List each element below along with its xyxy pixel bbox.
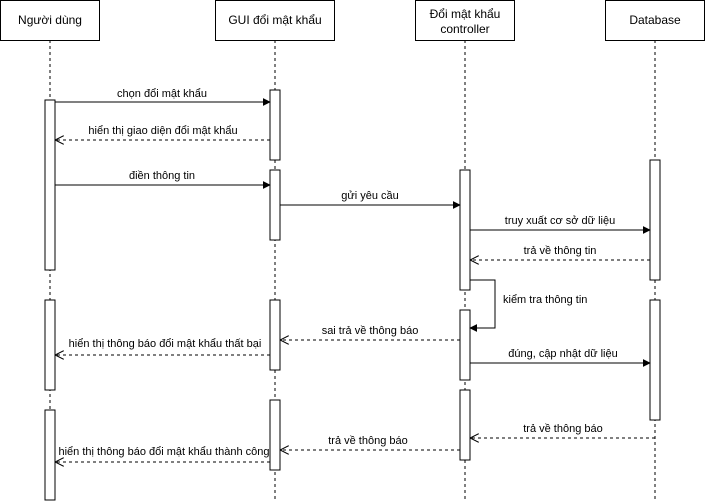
activation-controller-1 xyxy=(459,169,471,291)
message-5-label: truy xuất cơ sở dữ liệu xyxy=(505,215,615,227)
message-1: chọn đổi mật khẩu xyxy=(55,88,271,106)
message-12-label: trả về thông báo xyxy=(328,435,408,447)
message-13: hiển thị thông báo đổi mật khẩu thành cô… xyxy=(56,446,270,462)
participant-controller-label-2: controller xyxy=(440,22,489,36)
activation-gui-3 xyxy=(269,299,281,371)
activation-controller-3 xyxy=(459,389,471,461)
activation-gui-1 xyxy=(269,89,281,161)
message-4-label: gửi yêu cầu xyxy=(341,190,399,202)
message-3-label: điền thông tin xyxy=(129,170,195,182)
message-9-label: hiển thị thông báo đổi mật khẩu thất bại xyxy=(69,338,262,350)
participant-controller: Đổi mật khẩu controller xyxy=(415,0,515,41)
participant-database-label: Database xyxy=(629,13,681,27)
participant-database: Database xyxy=(605,0,705,41)
message-4: gửi yêu cầu xyxy=(280,190,461,209)
participant-gui-label: GUI đổi mật khẩu xyxy=(228,13,321,27)
activation-database-2 xyxy=(649,299,661,421)
activation-controller-2 xyxy=(459,309,471,381)
message-11-label: trả về thông báo xyxy=(523,423,603,435)
activation-database-1 xyxy=(649,159,661,281)
participant-controller-label-1: Đổi mật khẩu xyxy=(430,7,501,21)
participant-user: Người dùng xyxy=(0,0,100,41)
participant-gui: GUI đổi mật khẩu xyxy=(215,0,335,41)
message-10: đúng, cập nhật dữ liệu xyxy=(470,348,651,367)
message-7-self: kiểm tra thông tin xyxy=(469,279,587,332)
message-8-label: sai trả về thông báo xyxy=(322,325,419,337)
message-8: sai trả về thông báo xyxy=(281,325,460,340)
message-11: trả về thông báo xyxy=(471,423,655,438)
participant-user-label: Người dùng xyxy=(18,13,82,27)
activation-user-2 xyxy=(44,299,56,391)
activation-gui-4 xyxy=(269,399,281,471)
message-10-label: đúng, cập nhật dữ liệu xyxy=(508,348,618,360)
message-2-label: hiển thị giao diện đổi mật khẩu xyxy=(88,125,237,137)
message-6-label: trả về thông tin xyxy=(524,245,597,257)
message-6: trả về thông tin xyxy=(471,245,650,260)
activation-user-1 xyxy=(44,99,56,271)
message-1-label: chọn đổi mật khẩu xyxy=(117,88,207,100)
message-12: trả về thông báo xyxy=(281,435,460,450)
message-9: hiển thị thông báo đổi mật khẩu thất bại xyxy=(56,338,270,355)
message-7-label: kiểm tra thông tin xyxy=(503,294,587,306)
message-5: truy xuất cơ sở dữ liệu xyxy=(470,215,651,234)
activation-user-3 xyxy=(44,409,56,501)
message-13-label: hiển thị thông báo đổi mật khẩu thành cô… xyxy=(59,446,270,458)
message-2: hiển thị giao diện đổi mật khẩu xyxy=(56,125,270,140)
activation-gui-2 xyxy=(269,169,281,241)
message-3: điền thông tin xyxy=(55,170,271,189)
